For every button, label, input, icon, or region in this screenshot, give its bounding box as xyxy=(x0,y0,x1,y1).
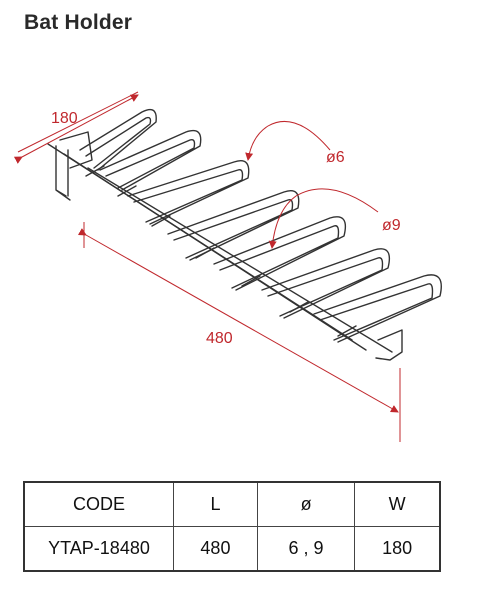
dia-small-label: ø6 xyxy=(326,149,345,166)
prong-6 xyxy=(261,248,391,319)
header-code: CODE xyxy=(23,481,174,527)
length-label: 480 xyxy=(206,330,233,347)
cell-width: 180 xyxy=(354,526,441,572)
bat-holder-drawing: 180 480 ø6 ø9 xyxy=(13,91,442,442)
prong-5 xyxy=(213,216,347,291)
cell-code: YTAP-18480 xyxy=(23,526,174,572)
header-length: L xyxy=(173,481,258,527)
width-dimension: 180 xyxy=(13,91,139,164)
back-rail-bottom xyxy=(63,153,367,351)
prong-4 xyxy=(167,190,300,261)
prong-7 xyxy=(313,274,442,343)
prong-2 xyxy=(99,129,202,191)
diameter-9-callout: ø9 xyxy=(268,188,401,249)
page-title: Bat Holder xyxy=(24,11,133,34)
table-header-row: CODE L ø W xyxy=(23,481,441,527)
diameter-6-callout: ø6 xyxy=(245,121,345,166)
header-width: W xyxy=(354,481,441,527)
spec-table: CODE L ø W YTAP-18480 480 6 , 9 180 xyxy=(23,481,441,572)
prong-1 xyxy=(79,108,157,171)
dia-large-label: ø9 xyxy=(382,217,401,234)
header-diameter: ø xyxy=(256,481,356,527)
wire-rack xyxy=(47,108,442,361)
cell-diameter: 6 , 9 xyxy=(256,526,356,572)
cell-length: 480 xyxy=(173,526,258,572)
length-dimension: 480 xyxy=(77,222,401,442)
width-label: 180 xyxy=(51,110,78,127)
table-row: YTAP-18480 480 6 , 9 180 xyxy=(23,526,441,572)
prong-3 xyxy=(127,160,250,225)
